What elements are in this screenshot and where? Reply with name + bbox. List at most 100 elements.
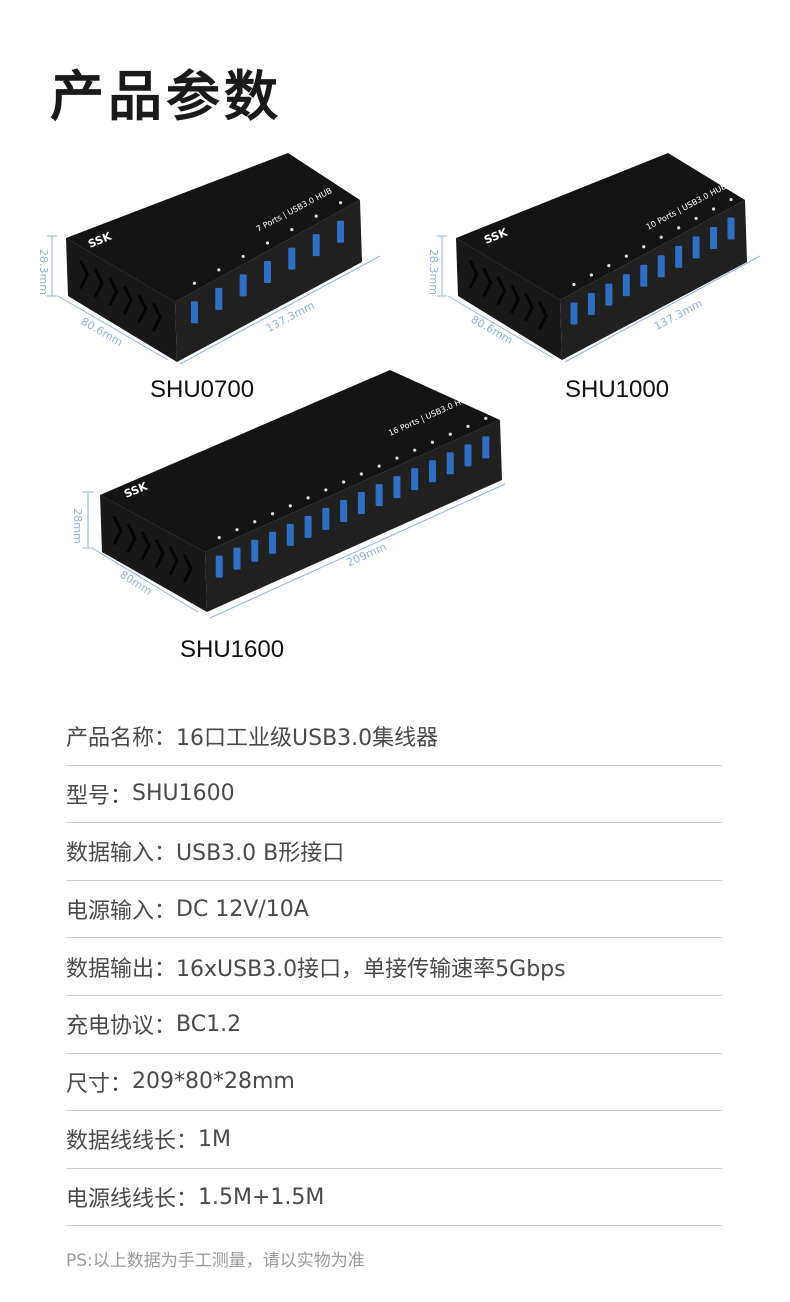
usb-port xyxy=(337,220,345,243)
spec-value: USB3.0 B形接口 xyxy=(176,841,345,867)
port-led xyxy=(607,263,611,268)
port-led xyxy=(359,472,363,476)
product-shu1600: SSK 16 Ports | USB3.0 HUB 28mm 80mm 209m… xyxy=(0,360,560,680)
spec-value: 209*80*28mm xyxy=(132,1069,295,1095)
usb-port xyxy=(312,234,320,257)
usb-port xyxy=(464,444,472,467)
vent-slot xyxy=(168,546,179,576)
dim-height: 28.3mm xyxy=(37,249,50,295)
vent-slot xyxy=(468,259,479,289)
spec-label: 数据线线长： xyxy=(66,1129,199,1155)
spec-value: 16口工业级USB3.0集线器 xyxy=(176,726,439,752)
vent-slot xyxy=(151,302,162,332)
spec-row-model: 型号：SHU1600 xyxy=(66,766,722,824)
port-led xyxy=(253,520,257,524)
usb-port xyxy=(375,484,383,507)
port-led xyxy=(413,448,417,452)
usb-port xyxy=(727,217,735,240)
port-led xyxy=(290,227,294,232)
page-title: 产品参数 xyxy=(50,65,282,128)
port-led xyxy=(729,197,733,202)
vent-slot xyxy=(93,268,104,298)
usb-port xyxy=(357,492,365,515)
spec-value: 16xUSB3.0接口，单接传输速率5Gbps xyxy=(176,956,566,982)
usb-port xyxy=(570,302,578,325)
spec-row-data-output: 数据输出：16xUSB3.0接口，单接传输速率5Gbps xyxy=(66,938,722,996)
port-led xyxy=(395,456,399,460)
vent-slot xyxy=(108,276,119,307)
model-label: SHU0700 xyxy=(150,376,255,403)
spec-row-size: 尺寸：209*80*28mm xyxy=(66,1054,722,1112)
vent-slot xyxy=(496,276,507,306)
port-led xyxy=(217,268,221,272)
usb-port xyxy=(622,274,630,297)
usb-port xyxy=(190,301,198,324)
vent-slot xyxy=(79,259,90,290)
vent-slot xyxy=(126,523,137,553)
port-led xyxy=(484,416,488,420)
usb-port xyxy=(587,293,595,316)
spec-list: 产品名称：16口工业级USB3.0集线器 型号：SHU1600 数据输入：USB… xyxy=(66,708,722,1227)
usb-port xyxy=(692,236,700,259)
spec-value: DC 12V/10A xyxy=(176,896,309,922)
port-led xyxy=(338,201,343,205)
usb-port xyxy=(239,274,247,297)
port-led xyxy=(624,254,628,258)
spec-value: BC1.2 xyxy=(176,1011,242,1037)
dim-height: 28.3mm xyxy=(427,249,440,295)
usb-port xyxy=(286,523,294,546)
port-led xyxy=(324,488,328,492)
usb-port xyxy=(640,264,648,287)
vent-slot xyxy=(537,300,548,331)
port-led xyxy=(235,528,239,532)
spec-label: 电源输入： xyxy=(66,899,177,925)
hub-image-shu1600: SSK 16 Ports | USB3.0 HUB 28mm 80mm 209m… xyxy=(71,370,506,619)
spec-label: 电源线线长： xyxy=(66,1187,199,1213)
port-led xyxy=(270,512,275,516)
usb-port xyxy=(428,460,436,483)
spec-value: 1.5M+1.5M xyxy=(198,1184,325,1210)
usb-port xyxy=(215,287,223,310)
usb-port xyxy=(411,468,419,491)
usb-port xyxy=(446,452,454,475)
vent-slot xyxy=(140,531,151,561)
usb-port xyxy=(322,507,330,530)
spec-row-power-cable: 电源线线长：1.5M+1.5M xyxy=(66,1169,722,1227)
model-label: SHU1000 xyxy=(565,376,670,403)
spec-value: SHU1600 xyxy=(132,781,235,807)
port-led xyxy=(589,273,594,277)
vent-slot xyxy=(137,293,148,324)
usb-port xyxy=(269,531,277,554)
spec-label: 产品名称： xyxy=(66,726,177,752)
port-led xyxy=(677,226,681,230)
hub-image-shu1000: SSK 10 Ports | USB3.0 HUB 28.3mm 80.6mm … xyxy=(427,153,761,363)
usb-port xyxy=(233,547,241,570)
usb-port xyxy=(264,261,271,283)
port-led xyxy=(711,207,716,211)
port-led xyxy=(192,281,197,285)
port-led xyxy=(241,254,245,259)
vent-slot xyxy=(112,515,123,546)
usb-port xyxy=(605,283,613,306)
product-shu0700: SSK 7 Ports | USB3.0 HUB 28.3mm 80.6mm 1… xyxy=(0,0,400,410)
spec-label: 尺寸： xyxy=(66,1071,133,1097)
model-label: SHU1600 xyxy=(180,636,285,663)
spec-value: 1M xyxy=(198,1126,231,1152)
spec-label: 数据输入： xyxy=(66,841,177,867)
spec-row-power-input: 电源输入：DC 12V/10A xyxy=(66,881,722,939)
port-led xyxy=(288,504,292,508)
spec-label: 数据输出： xyxy=(66,956,177,982)
usb-port xyxy=(482,436,490,459)
port-led xyxy=(306,496,310,500)
port-led xyxy=(448,432,452,436)
vent-slot xyxy=(122,285,133,315)
usb-port xyxy=(215,555,223,578)
spec-label: 型号： xyxy=(66,783,133,809)
disclaimer-note: PS:以上数据为手工测量，请以实物为准 xyxy=(66,1251,365,1271)
usb-port xyxy=(304,515,312,538)
hub-image-shu0700: SSK 7 Ports | USB3.0 HUB 28.3mm 80.6mm 1… xyxy=(37,153,381,365)
usb-port xyxy=(340,499,348,522)
usb-port xyxy=(288,247,296,270)
port-led xyxy=(377,464,381,468)
spec-row-data-input: 数据输入：USB3.0 B形接口 xyxy=(66,823,722,881)
